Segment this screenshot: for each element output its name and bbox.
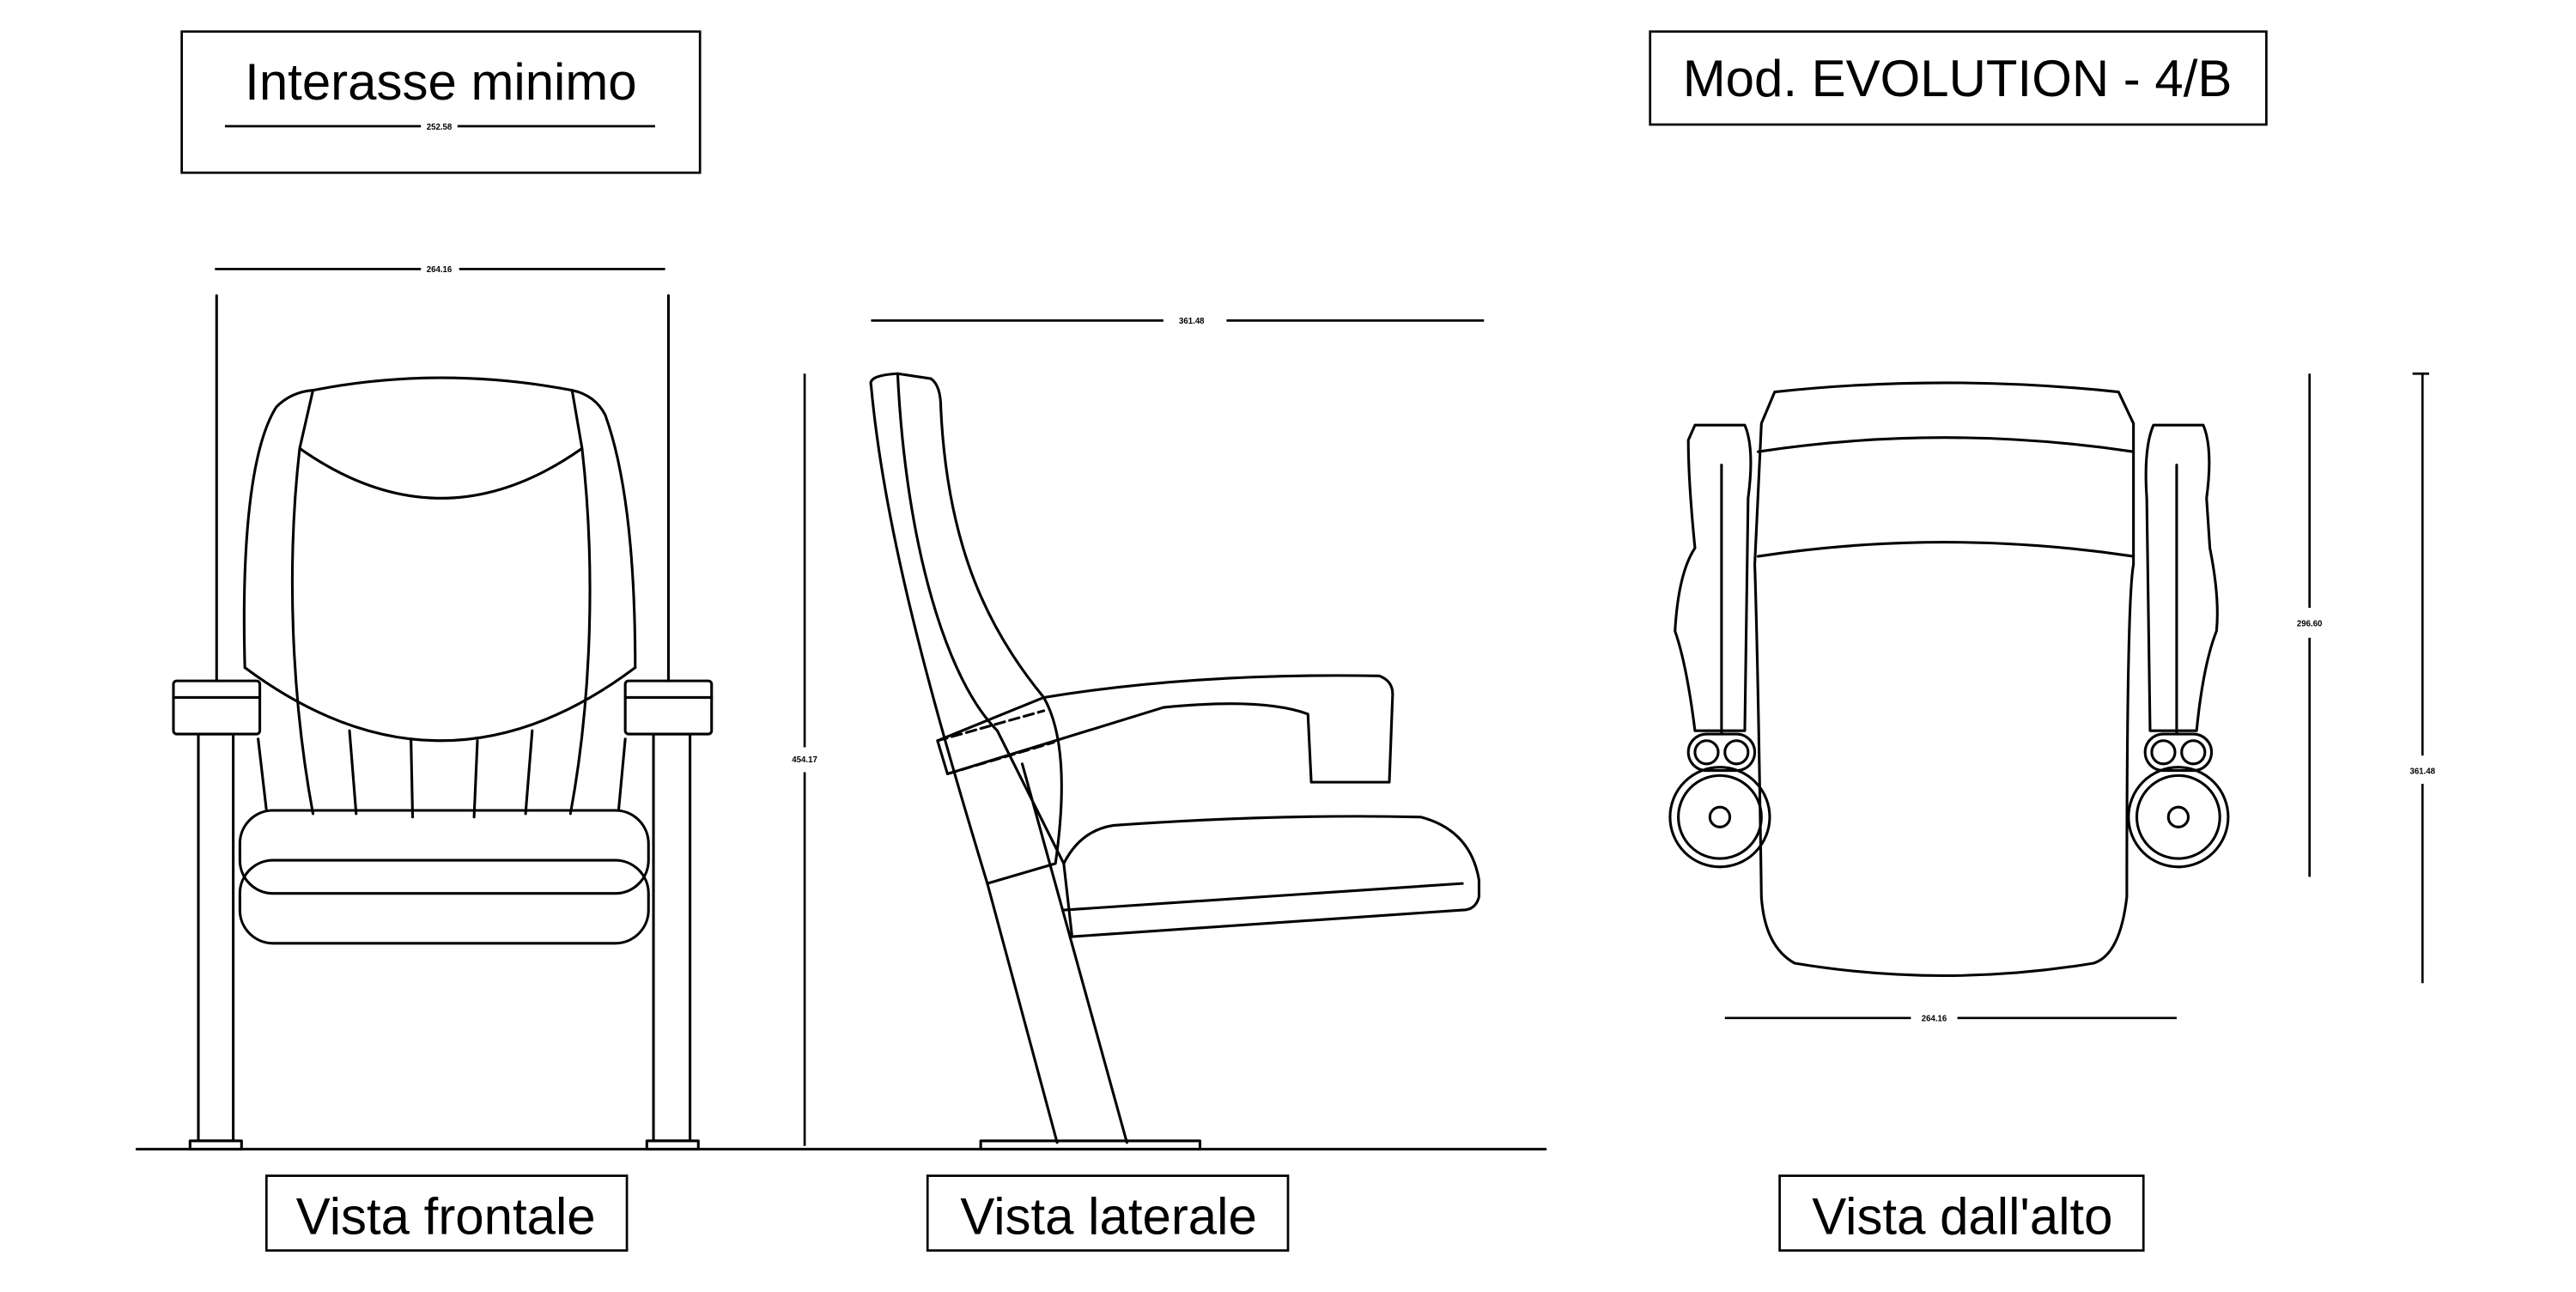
top-inner-depth-dimension: 296.60 (2297, 619, 2323, 628)
label-top-view: Vista dall'alto (1778, 1174, 2145, 1252)
side-view-label: Vista laterale (960, 1187, 1257, 1245)
front-height-dimension: 454.17 (792, 755, 817, 765)
side-depth-dimension: 361.48 (1179, 317, 1205, 326)
top-view-label: Vista dall'alto (1812, 1187, 2112, 1245)
front-view-label: Vista frontale (296, 1187, 596, 1245)
top-width-dimension: 264.16 (1922, 1015, 1947, 1024)
label-front-view: Vista frontale (264, 1174, 629, 1252)
top-view: 264.16 296.60 361.48 (1668, 372, 2436, 1024)
side-view: 361.48 (869, 317, 1485, 1151)
interasse-minimo-box: Interasse minimo 252.58 (180, 30, 702, 174)
model-box: Mod. EVOLUTION - 4/B (1649, 30, 2268, 126)
interasse-dimension: 252.58 (427, 123, 453, 132)
model-title: Mod. EVOLUTION - 4/B (1683, 50, 2233, 107)
top-depth-dimension: 361.48 (2409, 767, 2435, 776)
interasse-title: Interasse minimo (245, 53, 636, 111)
front-view: 264.16 454.17 (172, 265, 817, 1151)
label-side-view: Vista laterale (926, 1174, 1290, 1252)
front-width-dimension: 264.16 (427, 265, 453, 275)
